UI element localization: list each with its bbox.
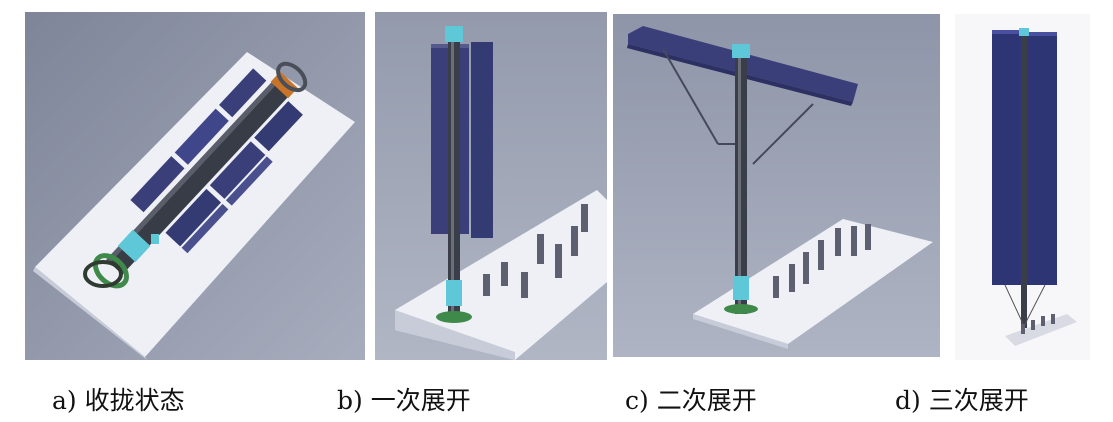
caption-c-letter: c) (625, 386, 649, 415)
caption-b-text: 一次展开 (370, 386, 471, 415)
caption-a: a)收拢状态 (52, 386, 185, 416)
caption-b-letter: b) (337, 386, 363, 415)
caption-d-letter: d) (895, 386, 921, 415)
caption-c-text: 二次展开 (656, 386, 757, 415)
panel-b-first-deploy-render (375, 12, 607, 360)
caption-a-text: 收拢状态 (84, 386, 185, 415)
caption-d-text: 三次展开 (928, 386, 1029, 415)
caption-c: c)二次展开 (625, 386, 757, 416)
caption-a-letter: a) (52, 386, 77, 415)
panel-c-second-deploy-render (613, 14, 940, 357)
caption-b: b)一次展开 (337, 386, 471, 416)
caption-d: d)三次展开 (895, 386, 1029, 416)
panel-a-stowed-render (25, 12, 365, 360)
panel-d-third-deploy-render (955, 14, 1090, 360)
